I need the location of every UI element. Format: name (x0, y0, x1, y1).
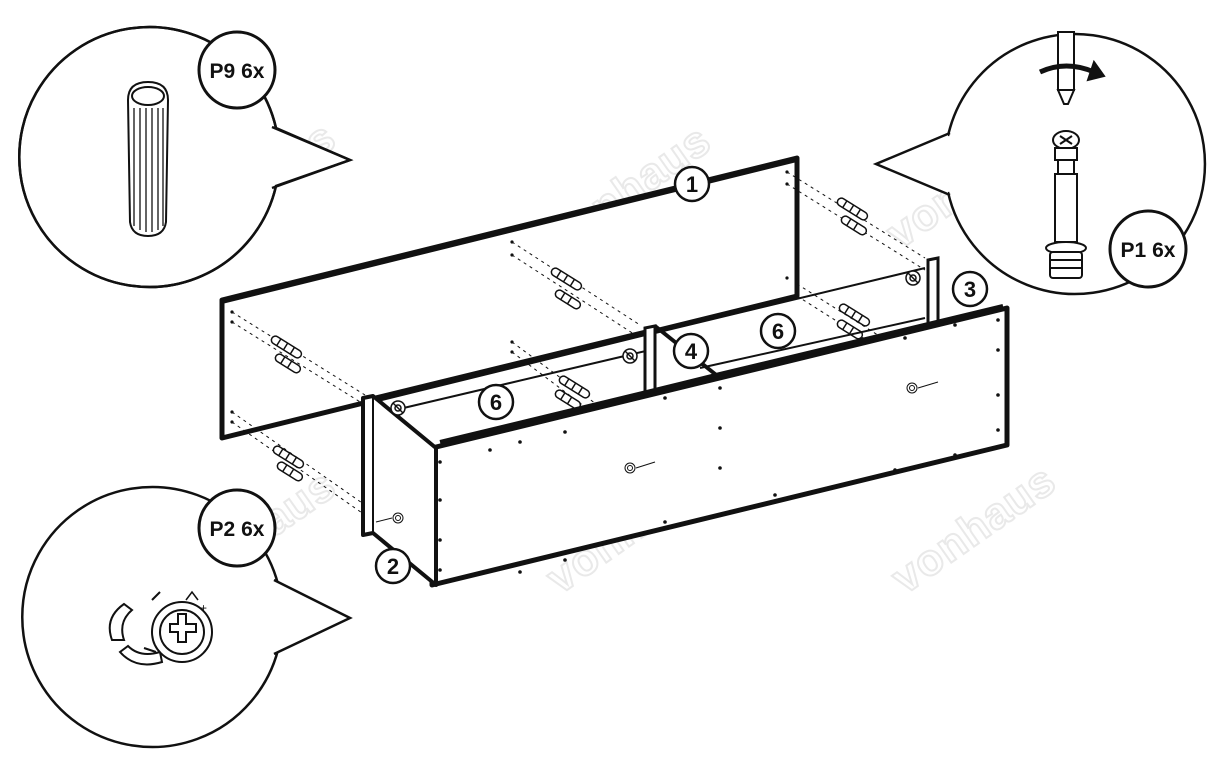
cam-lock-group (390, 270, 921, 416)
part-code: P1 (1121, 239, 1147, 262)
panel-number: 2 (387, 554, 399, 579)
dowel-group (270, 197, 871, 482)
panel-label-shelf-left: 6 (477, 383, 515, 421)
dowel-icon (126, 80, 170, 238)
front-panel (429, 304, 1010, 588)
cam-bolt-icon (1045, 130, 1087, 279)
panel-number: 4 (685, 339, 698, 364)
panel-label-right-side: 3 (951, 270, 989, 308)
part-quantity: 6x (241, 60, 265, 83)
panel-number: 6 (772, 319, 784, 344)
watermark: vonhaus (883, 455, 1065, 603)
part-badge-p2: P2 6x (197, 488, 277, 568)
callout-p1: P1 6x (872, 31, 1207, 296)
panel-number: 1 (686, 172, 698, 197)
base-panels (365, 267, 926, 411)
left-side-panel (361, 394, 438, 587)
callout-p2: + P2 6x (21, 485, 353, 749)
part-code: P9 (210, 60, 236, 83)
cam-lock-icon: + (108, 590, 213, 666)
part-badge-p1: P1 6x (1108, 209, 1188, 289)
callout-p9: P9 6x (18, 25, 354, 289)
panel-label-divider: 4 (672, 332, 710, 370)
panel-number: 3 (964, 277, 976, 302)
svg-text:P1 6x: P1 6x (1121, 239, 1176, 262)
panel-labels: 1 2 3 4 6 6 (374, 165, 989, 585)
panel-label-shelf-right: 6 (759, 312, 797, 350)
svg-text:P2 6x: P2 6x (210, 518, 265, 541)
panel-label-back: 1 (673, 165, 711, 203)
part-code: P2 (210, 518, 236, 541)
panel-label-left-side: 2 (374, 547, 412, 585)
part-quantity: 6x (241, 518, 265, 541)
part-badge-p9: P9 6x (197, 30, 277, 110)
svg-text:P9 6x: P9 6x (210, 60, 265, 83)
panel-number: 6 (490, 390, 502, 415)
svg-text:+: + (200, 601, 207, 615)
screwdriver-icon (1038, 31, 1106, 105)
part-quantity: 6x (1152, 239, 1176, 262)
